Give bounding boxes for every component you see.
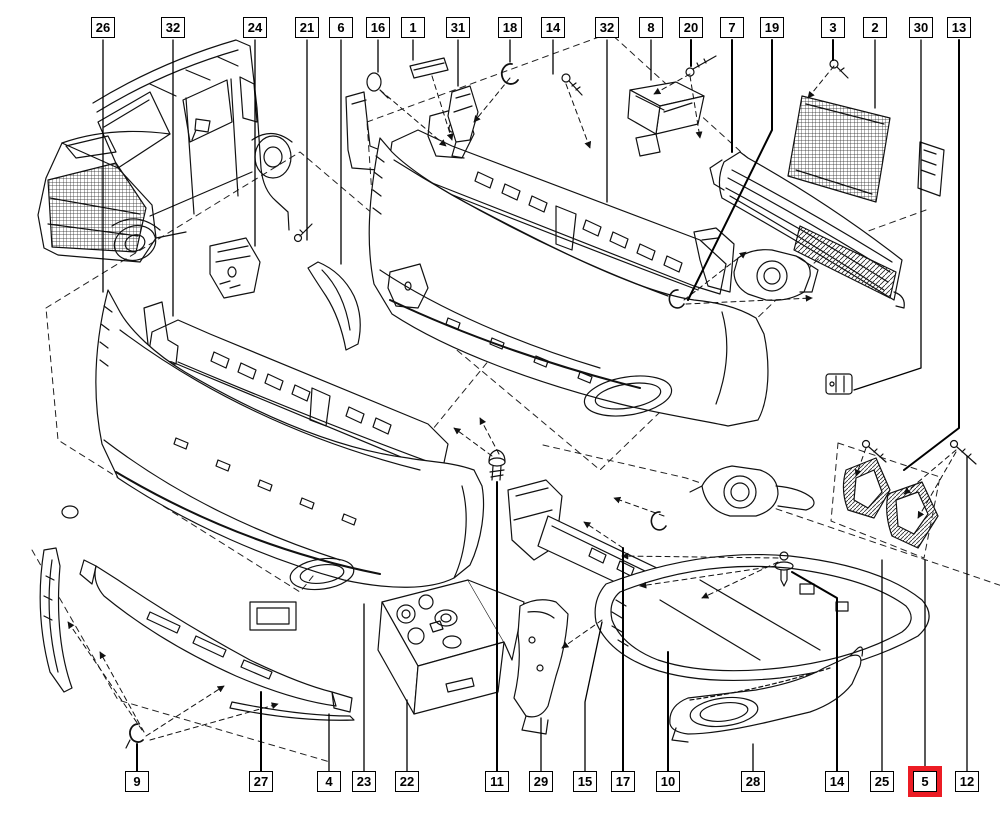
highlighted-callout-5[interactable]: 5	[908, 766, 942, 797]
part-callout-2[interactable]: 2	[863, 17, 887, 38]
retainer-clip	[125, 723, 144, 749]
part-callout-24[interactable]: 24	[243, 17, 267, 38]
part-callout-27[interactable]: 27	[249, 771, 273, 792]
lower-bumper-fascia	[95, 289, 485, 591]
grille-parts	[627, 81, 945, 309]
air-duct	[627, 81, 705, 157]
part-callout-5[interactable]: 5	[913, 771, 937, 792]
part-callout-13[interactable]: 13	[947, 17, 971, 38]
leader-line-15	[584, 621, 603, 772]
part-callout-31[interactable]: 31	[446, 17, 470, 38]
lower-bumper-assembly	[61, 263, 485, 631]
part-callout-17[interactable]: 17	[611, 771, 635, 792]
lower-grille	[709, 151, 905, 309]
part-callout-1[interactable]: 1	[401, 17, 425, 38]
part-callout-14[interactable]: 14	[541, 17, 565, 38]
leader-line-19	[687, 39, 773, 301]
part-callout-11[interactable]: 11	[485, 771, 509, 792]
bottom-left-parts	[39, 547, 355, 749]
leader-line-14	[791, 571, 838, 772]
hook-clip-18	[501, 63, 519, 85]
push-pin-14	[774, 551, 794, 587]
mounting-bracket	[513, 599, 569, 735]
corner-trim-blade	[307, 261, 361, 351]
part-callout-25[interactable]: 25	[870, 771, 894, 792]
screw-25	[861, 439, 887, 463]
part-callout-4[interactable]: 4	[317, 771, 341, 792]
lower-center-parts	[377, 465, 930, 743]
j-hook-19	[668, 289, 685, 309]
clip-oval	[61, 505, 79, 519]
part-callout-29[interactable]: 29	[529, 771, 553, 792]
lower-slat-strip	[79, 559, 353, 713]
foam-pad	[409, 57, 449, 79]
part-callout-22[interactable]: 22	[395, 771, 419, 792]
screw-12	[949, 439, 977, 465]
side-finisher-strip	[39, 547, 73, 693]
screw-21	[293, 223, 313, 243]
license-plate-bracket	[249, 601, 297, 631]
leader-line-30	[853, 39, 922, 391]
part-callout-28[interactable]: 28	[741, 771, 765, 792]
part-callout-26[interactable]: 26	[91, 17, 115, 38]
fasteners-kit-box	[377, 579, 525, 715]
part-callout-32[interactable]: 32	[161, 17, 185, 38]
upper-bumper-fascia	[368, 137, 769, 427]
side-bracket	[209, 237, 261, 299]
part-callout-10[interactable]: 10	[656, 771, 680, 792]
small-fasteners	[293, 55, 977, 587]
part-callout-32[interactable]: 32	[595, 17, 619, 38]
part-callout-14[interactable]: 14	[825, 771, 849, 792]
screen-side-bracket	[917, 141, 945, 197]
fog-lamp-unit	[733, 249, 819, 301]
corner-bracket-31	[447, 85, 479, 159]
mesh-screen	[787, 95, 891, 203]
part-callout-21[interactable]: 21	[295, 17, 319, 38]
part-callout-12[interactable]: 12	[955, 771, 979, 792]
lower-fog-lamp	[689, 465, 815, 517]
skid-undertray	[594, 553, 930, 682]
part-callout-20[interactable]: 20	[679, 17, 703, 38]
part-callout-16[interactable]: 16	[366, 17, 390, 38]
parking-sensor	[825, 373, 853, 395]
part-callout-19[interactable]: 19	[760, 17, 784, 38]
fog-bezel	[669, 646, 864, 743]
part-callout-18[interactable]: 18	[498, 17, 522, 38]
part-callout-30[interactable]: 30	[909, 17, 933, 38]
leader-line-13	[903, 39, 960, 471]
part-callout-9[interactable]: 9	[125, 771, 149, 792]
part-callout-7[interactable]: 7	[720, 17, 744, 38]
part-callout-6[interactable]: 6	[329, 17, 353, 38]
van-illustration	[37, 39, 293, 263]
part-callout-23[interactable]: 23	[352, 771, 376, 792]
screw-top-14	[561, 73, 583, 96]
upper-bumper-assembly	[345, 91, 853, 427]
part-callout-3[interactable]: 3	[821, 17, 845, 38]
leader-lines	[102, 39, 968, 772]
pointer-lines	[67, 65, 957, 741]
part-callout-8[interactable]: 8	[639, 17, 663, 38]
part-callout-15[interactable]: 15	[573, 771, 597, 792]
